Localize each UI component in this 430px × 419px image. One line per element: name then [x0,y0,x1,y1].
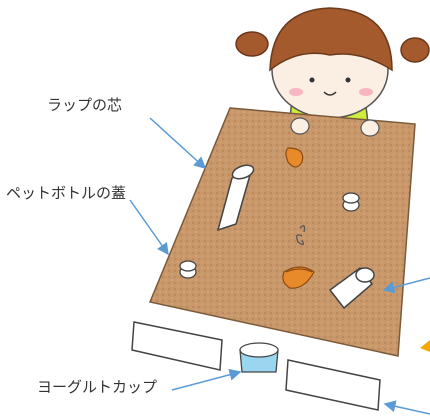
acorns [282,147,315,289]
base-blocks [131,321,381,411]
yogurt-cup [239,342,279,373]
annotation-arrows [129,117,430,415]
accent-triangle [420,340,430,352]
tube-2 [328,266,375,310]
bottle-caps [179,192,360,279]
girl-character [235,7,430,141]
wrap-core-tube [216,164,255,232]
label-yogurt-cup: ヨーグルトカップ [37,378,158,396]
label-wrap-core: ラップの芯 [47,96,123,114]
label-bottle-cap: ペットボトルの蓋 [6,184,127,202]
board [148,107,416,357]
